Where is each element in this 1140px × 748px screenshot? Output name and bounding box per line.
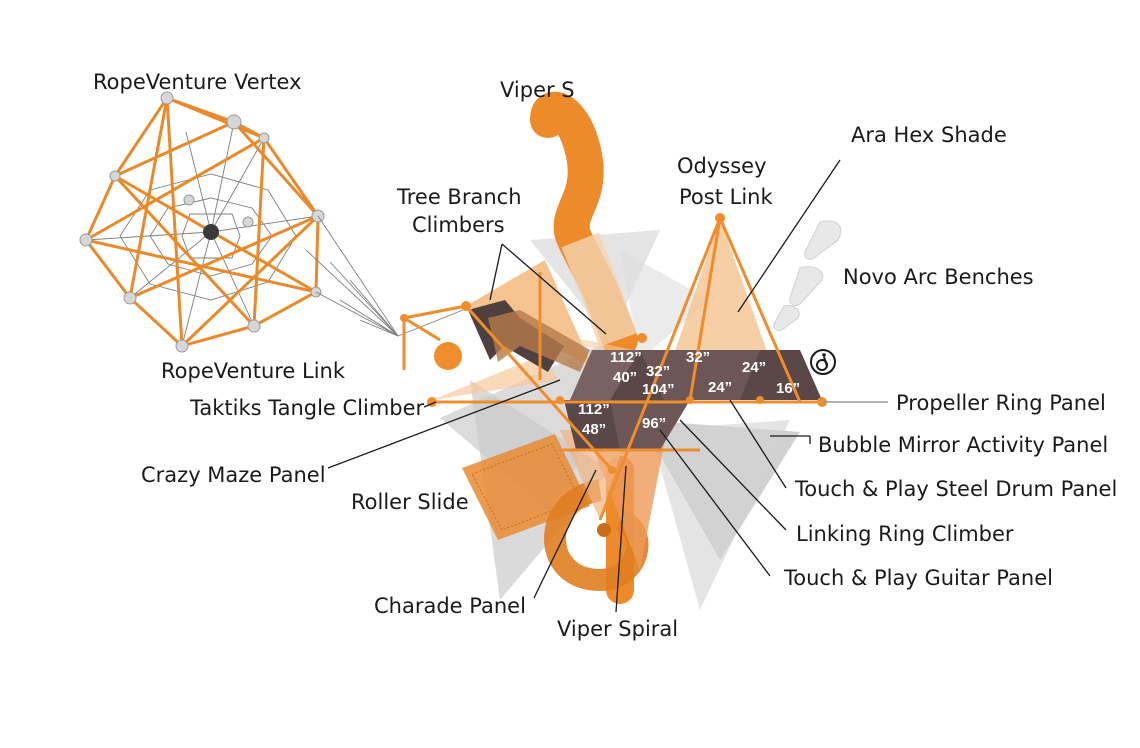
- label-odyssey-post-link-1: Odyssey: [677, 154, 767, 178]
- label-ara-hex-shade: Ara Hex Shade: [851, 123, 1007, 147]
- deck-height-24-a: 24”: [742, 359, 766, 376]
- deck-height-32-b: 32”: [686, 349, 710, 366]
- decks: [564, 350, 822, 450]
- label-ropeventure-link: RopeVenture Link: [161, 359, 346, 383]
- play-structure: [400, 91, 827, 610]
- label-roller-slide: Roller Slide: [351, 490, 469, 514]
- label-linking-ring-climber: Linking Ring Climber: [796, 522, 1014, 546]
- label-taktiks-tangle-climber: Taktiks Tangle Climber: [189, 396, 425, 420]
- label-steel-drum-panel: Touch & Play Steel Drum Panel: [794, 477, 1117, 501]
- deck-height-104: 104”: [642, 381, 675, 398]
- label-ropeventure-vertex: RopeVenture Vertex: [93, 70, 302, 94]
- deck-height-16: 16”: [776, 380, 800, 397]
- deck-height-48: 48”: [582, 421, 606, 438]
- label-guitar-panel: Touch & Play Guitar Panel: [783, 566, 1053, 590]
- ropeventure-vertex-dome: [79, 91, 325, 353]
- novo-arc-benches: [773, 220, 842, 331]
- deck-height-24-b: 24”: [708, 379, 732, 396]
- deck-height-labels: 112” 40” 32” 32” 104” 24” 24” 16” 112” 4…: [578, 349, 800, 438]
- label-propeller-ring-panel: Propeller Ring Panel: [896, 391, 1106, 415]
- label-novo-arc-benches: Novo Arc Benches: [843, 265, 1034, 289]
- post-caps: [400, 213, 827, 474]
- label-crazy-maze-panel: Crazy Maze Panel: [141, 463, 326, 487]
- wheelchair-icon: [810, 349, 836, 375]
- label-tree-branch-1: Tree Branch: [396, 185, 522, 209]
- viper-s-slide: [530, 91, 638, 358]
- label-charade-panel: Charade Panel: [374, 594, 526, 618]
- deck-height-40: 40”: [613, 369, 637, 386]
- deck-height-112-bottom: 112”: [578, 401, 610, 418]
- deck-height-96: 96”: [642, 415, 666, 432]
- label-bubble-mirror-activity-panel: Bubble Mirror Activity Panel: [818, 433, 1108, 457]
- label-tree-branch-2: Climbers: [412, 213, 505, 237]
- label-viper-s: Viper S: [500, 78, 575, 102]
- deck-height-32-a: 32”: [646, 363, 670, 380]
- deck-height-112-top: 112”: [610, 349, 642, 366]
- label-viper-spiral: Viper Spiral: [557, 617, 678, 641]
- taktiks-tangle-ball: [434, 342, 462, 370]
- leader-lines: [327, 159, 841, 613]
- component-labels: RopeVenture Vertex Viper S Ara Hex Shade…: [93, 70, 1117, 641]
- ropeventure-link-net: [305, 215, 469, 337]
- label-odyssey-post-link-2: Post Link: [679, 185, 773, 209]
